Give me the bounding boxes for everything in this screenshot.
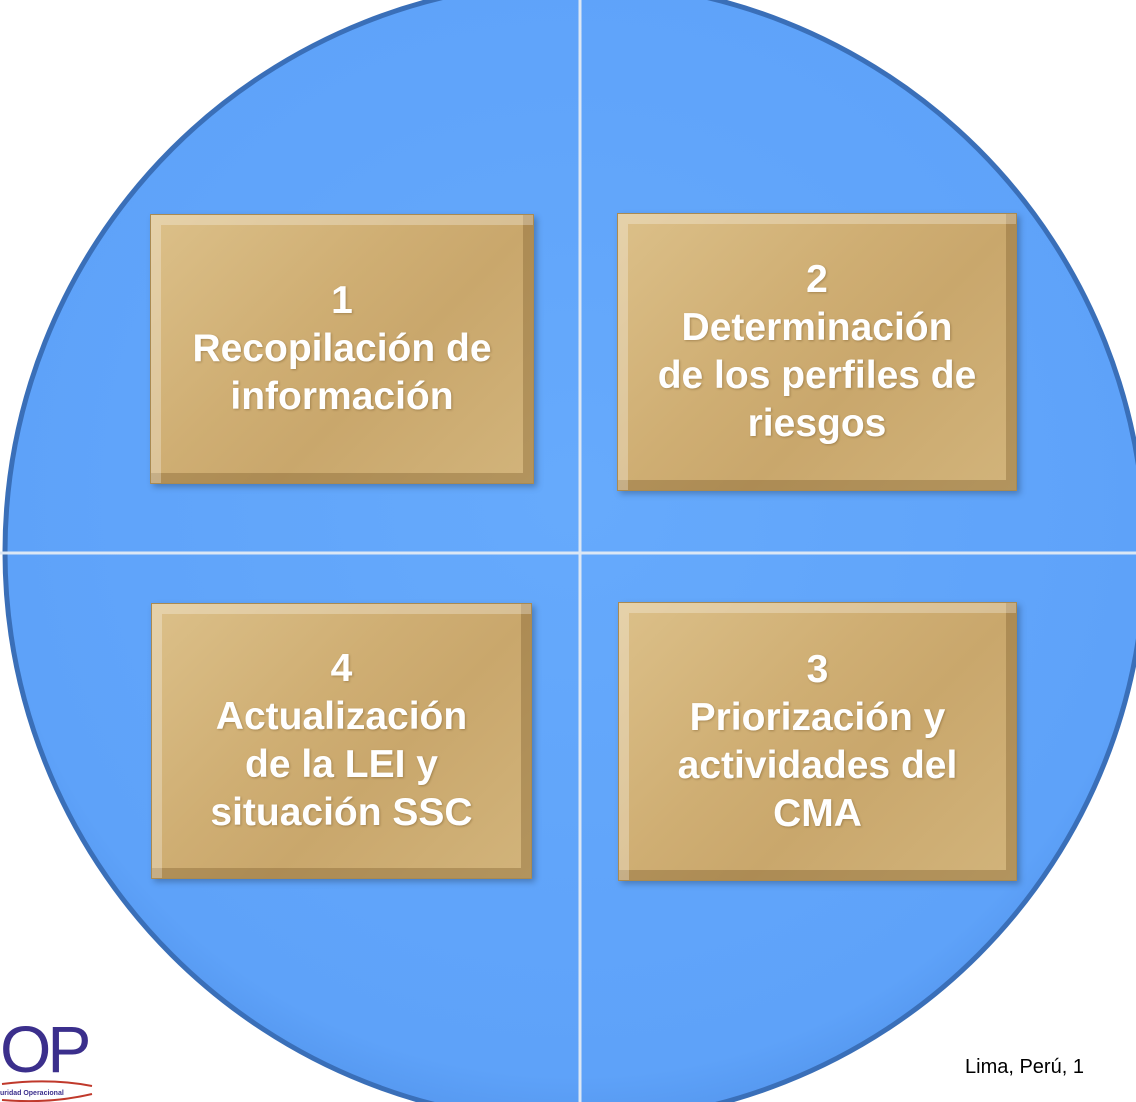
step-number-2: 2 xyxy=(806,258,828,301)
step-label-4-line-3: situación SSC xyxy=(210,791,473,834)
footer-location-date: Lima, Perú, 1 xyxy=(965,1056,1084,1078)
step-box-3-text: 3 Priorización y actividades del CMA xyxy=(678,646,958,838)
step-label-1-line-1: Recopilación de xyxy=(192,327,492,370)
step-label-3-line-2: actividades del xyxy=(677,743,958,787)
step-box-1: 1 Recopilación de información xyxy=(150,214,534,484)
step-label-2-line-2: de los perfiles de xyxy=(657,354,977,397)
step-label-4-line-1: Actualización xyxy=(215,695,468,738)
step-box-4: 4 Actualización de la LEI y situación SS… xyxy=(151,603,532,879)
logo-swoosh-icon xyxy=(1,1080,93,1102)
step-box-1-text: 1 Recopilación de información xyxy=(192,277,491,421)
step-label-2-line-1: Determinación xyxy=(681,306,953,349)
step-label-3-line-1: Priorización y xyxy=(689,695,946,739)
step-label-3-line-3: CMA xyxy=(773,791,862,835)
step-box-3: 3 Priorización y actividades del CMA xyxy=(618,602,1017,881)
step-box-2: 2 Determinación de los perfiles de riesg… xyxy=(617,213,1017,491)
step-box-4-text: 4 Actualización de la LEI y situación SS… xyxy=(210,645,472,837)
organization-logo: OP uridad Operacional xyxy=(0,1016,100,1102)
step-number-1: 1 xyxy=(331,279,353,322)
step-label-4-line-2: de la LEI y xyxy=(245,743,438,786)
step-box-2-text: 2 Determinación de los perfiles de riesg… xyxy=(658,256,977,448)
logo-letters: OP xyxy=(0,1012,91,1086)
step-label-2-line-3: riesgos xyxy=(747,402,887,445)
logo-tagline: uridad Operacional xyxy=(0,1090,64,1097)
step-number-3: 3 xyxy=(806,647,829,691)
step-number-4: 4 xyxy=(330,647,353,690)
step-label-1-line-2: información xyxy=(230,375,454,418)
